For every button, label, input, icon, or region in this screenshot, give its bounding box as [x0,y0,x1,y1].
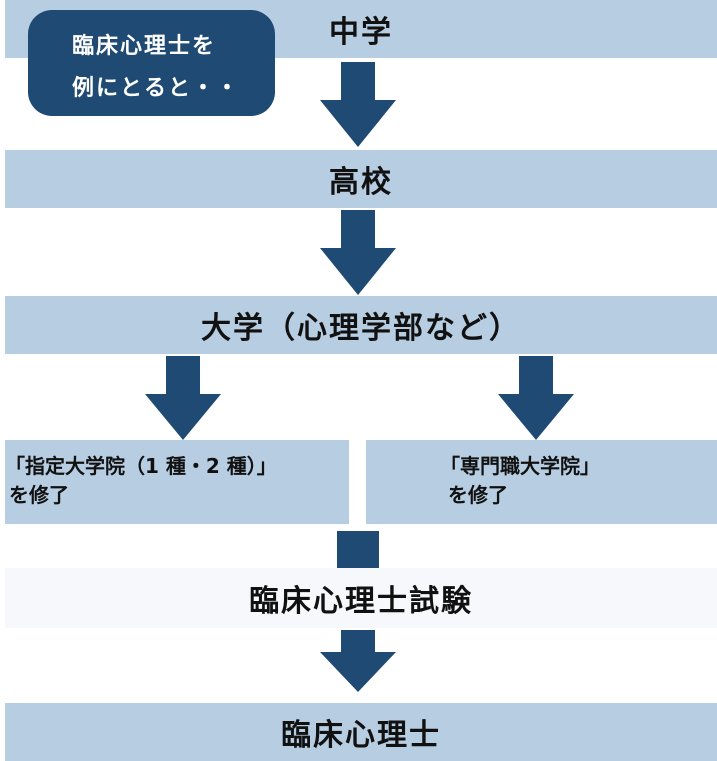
callout-line-1: 臨床心理士を [72,34,217,59]
professional-graduate-school-complete: を修了 [448,483,508,507]
designated-graduate-school-complete: を修了 [9,483,69,507]
example-callout: 臨床心理士を 例にとると・・ [28,10,275,116]
step-high-school: 高校 [5,150,717,208]
step-university-label: 大学（心理学部など） [201,311,521,346]
professional-graduate-school-box: 「専門職大学院」 を修了 [366,440,717,524]
professional-graduate-school-label: 「専門職大学院」 [440,454,600,478]
step-clinical-psychologist-label: 臨床心理士 [281,718,441,753]
down-arrow-icon [320,210,396,295]
designated-graduate-school-label: 「指定大学院（1 種・2 種）」 [5,454,277,478]
step-junior-high-label: 中学 [329,15,393,50]
down-arrow-left-icon [145,356,221,440]
down-arrow-icon [320,62,396,147]
down-arrow-right-icon [498,356,574,440]
connector-block [337,531,379,568]
step-high-school-label: 高校 [329,165,393,200]
designated-graduate-school-box: 「指定大学院（1 種・2 種）」 を修了 [5,440,349,524]
step-clinical-psychologist: 臨床心理士 [5,703,717,761]
callout-line-2: 例にとると・・ [72,76,241,101]
step-certification-exam-label: 臨床心理士試験 [249,584,473,619]
step-university: 大学（心理学部など） [5,296,717,354]
down-arrow-icon [320,630,396,692]
step-certification-exam: 臨床心理士試験 [5,568,717,628]
